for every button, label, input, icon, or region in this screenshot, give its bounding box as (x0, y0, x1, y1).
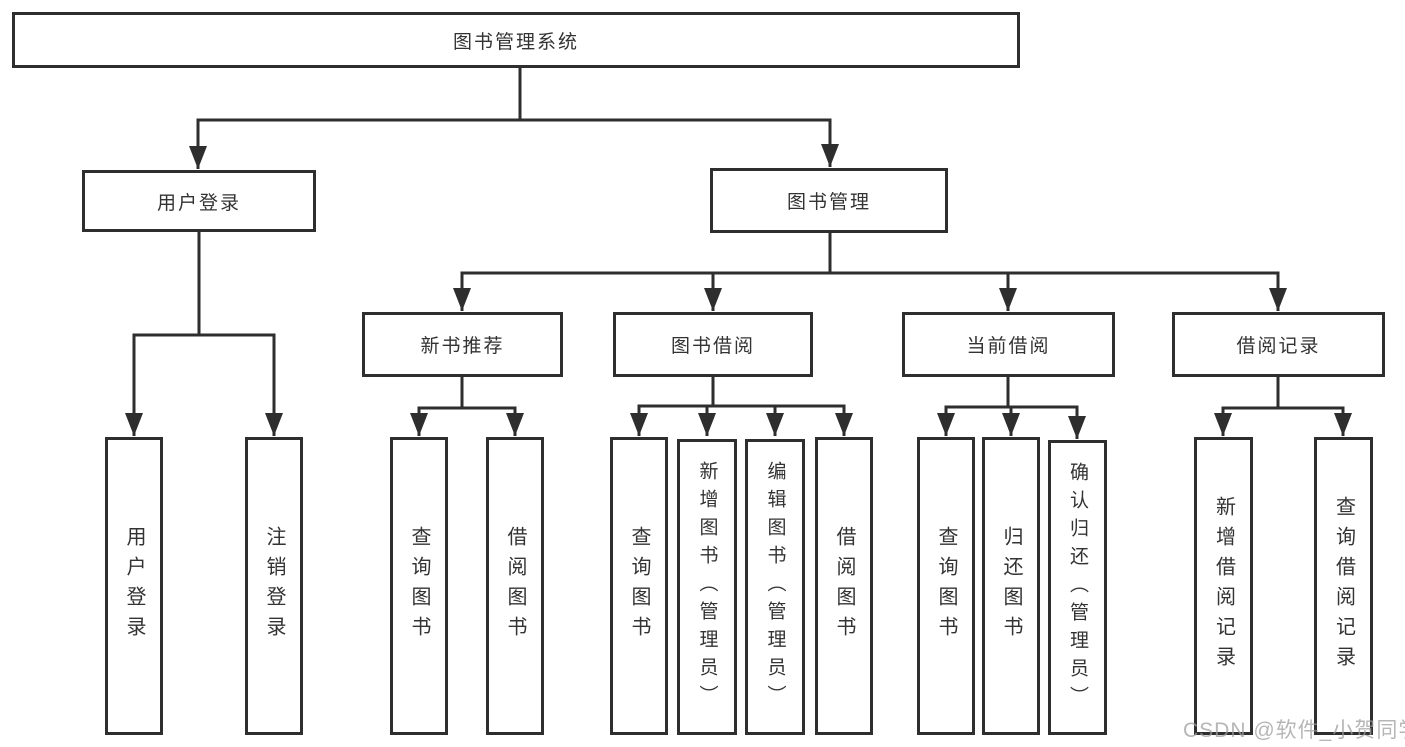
node-current-borrow: 当前借阅 (902, 312, 1115, 377)
connectors-root-to-level2 (189, 66, 839, 169)
leaf-logout: 注销登录 (245, 437, 303, 735)
node-borrow-record: 借阅记录 (1172, 312, 1385, 377)
leaf-query-borrow-record: 查询借阅记录 (1314, 437, 1373, 735)
connectors-newbookrec-to-leaves (410, 376, 524, 436)
leaf-rec-borrow-book: 借阅图书 (486, 437, 544, 735)
leaf-add-book-admin: 新增图书（管理员） (677, 439, 737, 735)
connectors-bookmgmt-to-level3 (453, 232, 1287, 311)
leaf-add-book-admin-label: 新增图书（管理员） (696, 461, 718, 713)
leaf-rec-query-book: 查询图书 (390, 437, 448, 735)
leaf-borrow-query-book-label: 查询图书 (628, 526, 650, 646)
node-borrow-record-label: 借阅记录 (1236, 336, 1321, 357)
node-root-label: 图书管理系统 (452, 31, 579, 53)
leaf-current-query-book: 查询图书 (917, 437, 975, 735)
leaf-confirm-return-admin: 确认归还（管理员） (1048, 440, 1107, 735)
leaf-edit-book-admin-label: 编辑图书（管理员） (764, 461, 786, 713)
node-user-login: 用户登录 (82, 170, 316, 232)
leaf-add-borrow-record: 新增借阅记录 (1194, 437, 1253, 735)
node-book-borrow-label: 图书借阅 (670, 336, 755, 357)
node-book-borrow: 图书借阅 (613, 312, 813, 377)
leaf-user-login-label: 用户登录 (123, 526, 145, 646)
leaf-return-book: 归还图书 (982, 437, 1040, 735)
leaf-return-book-label: 归还图书 (1000, 526, 1022, 646)
leaf-borrow-query-book: 查询图书 (610, 437, 668, 735)
leaf-add-borrow-record-label: 新增借阅记录 (1212, 496, 1235, 676)
node-root-library-system: 图书管理系统 (12, 12, 1020, 68)
leaf-rec-query-book-label: 查询图书 (408, 526, 430, 646)
connectors-userlogin-to-leaves (125, 231, 283, 436)
node-current-borrow-label: 当前借阅 (966, 336, 1051, 357)
connectors-borrowrecord-to-leaves (1214, 376, 1352, 436)
leaf-query-borrow-record-label: 查询借阅记录 (1332, 496, 1355, 676)
node-book-management-label: 图书管理 (786, 192, 871, 213)
leaf-rec-borrow-book-label: 借阅图书 (504, 526, 526, 646)
csdn-watermark: CSDN @软件_小贺同学 (1183, 719, 1405, 742)
leaf-logout-label: 注销登录 (263, 526, 285, 646)
node-new-book-recommend-label: 新书推荐 (420, 336, 505, 357)
leaf-borrow-borrow-book: 借阅图书 (815, 437, 873, 735)
connectors-currentborrow-to-leaves (937, 376, 1086, 439)
node-user-login-label: 用户登录 (156, 192, 241, 214)
connectors-bookborrow-to-leaves (630, 376, 853, 436)
leaf-current-query-book-label: 查询图书 (935, 526, 957, 646)
leaf-edit-book-admin: 编辑图书（管理员） (745, 439, 805, 735)
leaf-user-login: 用户登录 (105, 437, 163, 735)
leaf-borrow-borrow-book-label: 借阅图书 (833, 526, 855, 646)
node-new-book-recommend: 新书推荐 (362, 312, 563, 377)
node-book-management: 图书管理 (710, 168, 948, 233)
leaf-confirm-return-admin-label: 确认归还（管理员） (1067, 461, 1088, 714)
